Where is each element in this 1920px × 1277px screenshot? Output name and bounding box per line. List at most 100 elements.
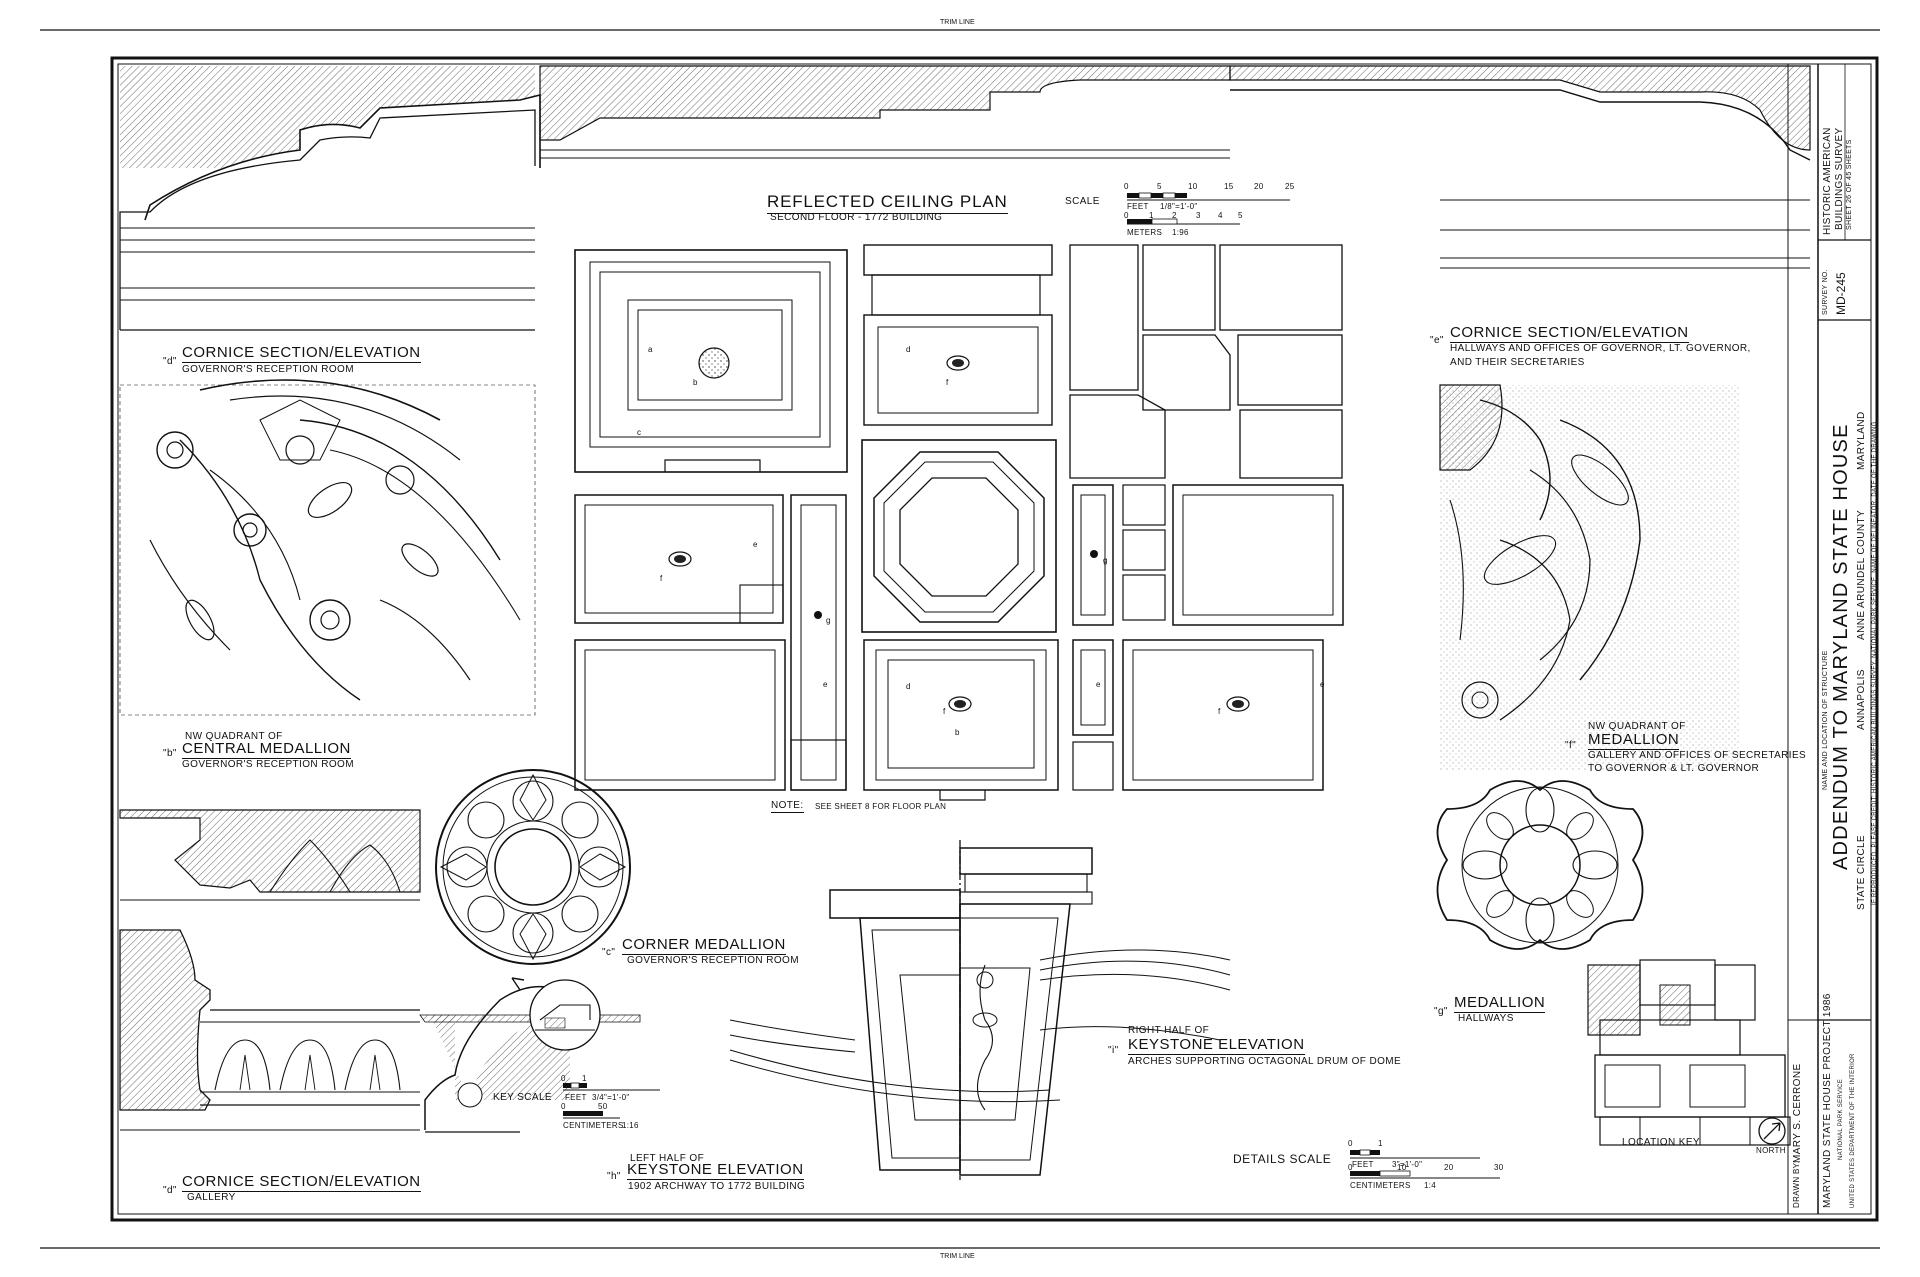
cornice-profile-top <box>539 65 1231 159</box>
medallion-b-mark: "b" <box>163 748 177 759</box>
cornice-d-bottom-mark: "d" <box>163 1185 177 1196</box>
ceiling-plan-meters-scale: 1:96 <box>1172 228 1189 237</box>
medallion-b-pre: NW QUADRANT OF <box>185 731 283 742</box>
keystone-h-title: KEYSTONE ELEVATION <box>627 1161 804 1180</box>
plan-tag-e-right-b: e <box>1320 680 1325 689</box>
location-key-drawing <box>1587 959 1791 1146</box>
details-scale-cm-scale: 1:4 <box>1424 1181 1437 1190</box>
central-medallion-drawing <box>119 379 536 716</box>
cornice-e-mark: "e" <box>1430 335 1444 346</box>
title-block-sheet-no: SHEET 26 OF 45 SHEETS <box>1846 139 1853 230</box>
cornice-e-subtitle-1: HALLWAYS AND OFFICES OF GOVERNOR, LT. GO… <box>1450 343 1751 354</box>
north-arrow-label: NORTH <box>1756 1146 1786 1155</box>
keystone-i-subtitle: ARCHES SUPPORTING OCTAGONAL DRUM OF DOME <box>1128 1056 1402 1067</box>
cornice-gallery-drawing <box>119 929 420 1131</box>
ceiling-plan-meters-label: METERS <box>1127 228 1163 237</box>
key-scale-feet-tick-0: 0 <box>561 1074 566 1083</box>
cornice-d-top-title: CORNICE SECTION/ELEVATION <box>182 344 421 363</box>
medallion-f-mark: "f" <box>1565 740 1577 751</box>
title-block-drawn-by-label: DRAWN BY: <box>1792 1160 1801 1208</box>
trim-lines <box>40 29 1880 1249</box>
key-scale-feet-label: FEET <box>565 1093 587 1102</box>
title-block-street: STATE CIRCLE <box>1856 835 1867 910</box>
medallion-g-mark: "g" <box>1434 1006 1448 1017</box>
keystone-i-pre: RIGHT HALF OF <box>1128 1025 1210 1036</box>
plan-tag-f-left: f <box>660 574 663 583</box>
cornice-profile-right <box>1229 65 1811 269</box>
plan-tag-g-left: g <box>826 616 831 625</box>
medallion-g-title: MEDALLION <box>1454 994 1546 1013</box>
cornice-d-top-mark: "d" <box>163 356 177 367</box>
cornice-detail-small <box>119 809 421 901</box>
ceiling-plan-subtitle: SECOND FLOOR - 1772 BUILDING <box>770 212 943 223</box>
medallion-b-title: CENTRAL MEDALLION <box>182 740 351 759</box>
title-block-county: ANNE ARUNDEL COUNTY <box>1856 509 1867 640</box>
plan-tag-e-right-a: e <box>1096 680 1101 689</box>
keystone-i-mark: "i" <box>1108 1045 1119 1056</box>
cornice-e-subtitle-2: AND THEIR SECRETARIES <box>1450 357 1585 368</box>
plan-tag-b-bottom: b <box>955 728 960 737</box>
ceiling-plan-meter-tick-4: 4 <box>1218 211 1223 220</box>
ceiling-plan-feet-tick-0: 0 <box>1124 182 1129 191</box>
ceiling-plan-meter-tick-3: 3 <box>1196 211 1201 220</box>
key-scale-bar <box>563 1082 660 1119</box>
plan-tag-f-bottom: f <box>943 707 946 716</box>
medallion-c-subtitle: GOVERNOR'S RECEPTION ROOM <box>627 955 799 966</box>
details-scale-cm-label: CENTIMETERS <box>1350 1181 1411 1190</box>
ceiling-plan-drawing <box>574 244 1344 801</box>
ceiling-plan-meter-tick-5: 5 <box>1238 211 1243 220</box>
details-scale-feet-scale: 3"=1'-0" <box>1392 1160 1423 1169</box>
cornice-profile-left <box>119 66 541 331</box>
plan-tag-a: a <box>648 345 653 354</box>
keystone-h-mark: "h" <box>607 1171 621 1182</box>
medallion-g-drawing <box>1436 780 1644 950</box>
title-block-drawn-by: MARY S. CERRONE <box>1792 1063 1803 1163</box>
plan-tag-d-bottom: d <box>906 682 911 691</box>
plan-tag-b: b <box>693 378 698 387</box>
details-scale-cm-tick-3: 30 <box>1494 1163 1504 1172</box>
ceiling-plan-feet-tick-4: 20 <box>1254 182 1264 191</box>
ceiling-plan-scale-bar <box>1127 192 1290 225</box>
ceiling-plan-feet-tick-2: 10 <box>1188 182 1198 191</box>
key-scale-cm-tick-1: 50 <box>598 1102 608 1111</box>
plan-tag-c: c <box>637 428 642 437</box>
details-scale-feet-tick-0: 0 <box>1348 1139 1353 1148</box>
cornice-d-bottom-title: CORNICE SECTION/ELEVATION <box>182 1173 421 1192</box>
details-scale-cm-tick-1: 10 <box>1397 1163 1407 1172</box>
plan-tag-f-top: f <box>946 378 949 387</box>
key-scale-cm-label: CENTIMETERS <box>563 1121 624 1130</box>
medallion-f-pre: NW QUADRANT OF <box>1588 721 1686 732</box>
key-scale-cm-tick-0: 0 <box>561 1102 566 1111</box>
sheet-border <box>110 56 1879 1222</box>
medallion-c-mark: "c" <box>602 947 616 958</box>
ceiling-plan-feet-tick-3: 15 <box>1224 182 1234 191</box>
trim-line-top: TRIM LINE <box>940 19 975 26</box>
ceiling-plan-meter-tick-2: 2 <box>1172 211 1177 220</box>
title-block-frame <box>1787 64 1871 1214</box>
title-block-agency-1: NATIONAL PARK SERVICE <box>1838 1078 1844 1160</box>
keystone-drawing <box>729 840 1231 1180</box>
ceiling-plan-meter-tick-0: 0 <box>1124 211 1129 220</box>
details-scale-cm-tick-2: 20 <box>1444 1163 1454 1172</box>
key-detail-drawing <box>419 977 641 1133</box>
medallion-c-title: CORNER MEDALLION <box>622 936 786 955</box>
keystone-i-title: KEYSTONE ELEVATION <box>1128 1036 1305 1055</box>
ceiling-plan-title: REFLECTED CEILING PLAN <box>767 192 1008 214</box>
key-scale-label: KEY SCALE <box>493 1092 553 1103</box>
details-scale-feet-tick-1: 1 <box>1378 1139 1383 1148</box>
title-block-structure: ADDENDUM TO MARYLAND STATE HOUSE <box>1830 423 1852 870</box>
medallion-f-subtitle-1: GALLERY AND OFFICES OF SECRETARIES <box>1588 750 1807 761</box>
details-scale-cm-tick-0: 0 <box>1348 1163 1353 1172</box>
plan-tag-f-right: f <box>1218 707 1221 716</box>
cornice-d-top-subtitle: GOVERNOR'S RECEPTION ROOM <box>182 364 354 375</box>
key-scale-feet-scale: 3/4"=1'-0" <box>592 1093 630 1102</box>
ceiling-plan-note-text: SEE SHEET 8 FOR FLOOR PLAN <box>815 802 947 811</box>
details-scale-bar <box>1350 1149 1500 1179</box>
title-block-credit: IF REPRODUCED, PLEASE CREDIT: HISTORIC A… <box>1872 421 1878 905</box>
location-key-label: LOCATION KEY <box>1622 1137 1700 1148</box>
cornice-e-drawing <box>1439 384 1740 770</box>
ceiling-plan-feet-scale: 1/8"=1'-0" <box>1160 202 1198 211</box>
keystone-h-pre: LEFT HALF OF <box>630 1153 705 1164</box>
plan-tag-d-top: d <box>906 345 911 354</box>
